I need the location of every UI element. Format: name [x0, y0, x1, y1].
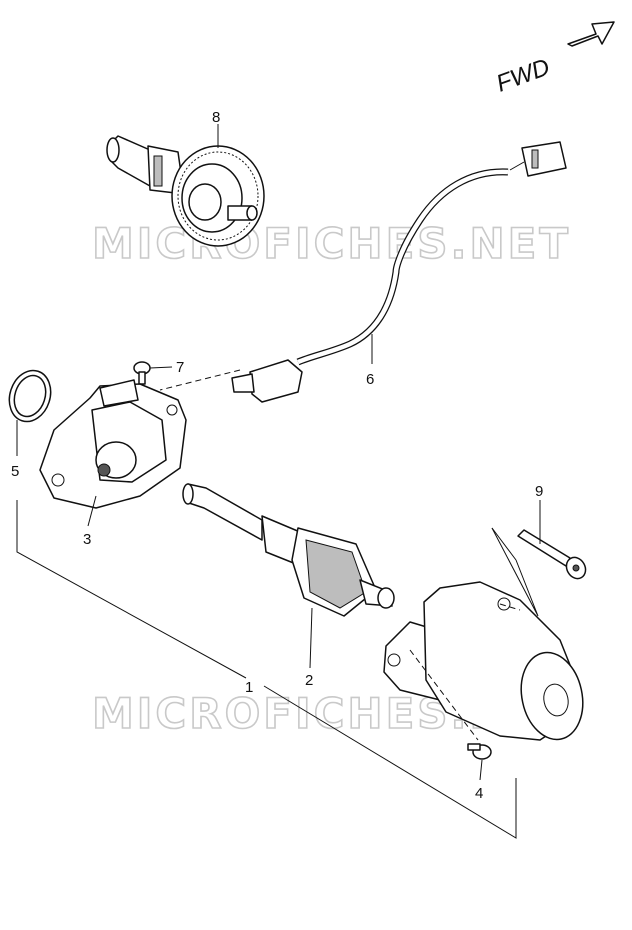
part-4-screw	[467, 743, 492, 760]
callout-7: 7	[176, 359, 184, 376]
assembly-bracket	[16, 500, 539, 839]
part-5-o-ring	[8, 369, 52, 423]
callout-5: 5	[11, 463, 19, 480]
callout-3: 3	[83, 531, 91, 548]
callout-9: 9	[535, 483, 543, 500]
leader-lines	[16, 124, 541, 781]
part-3-end-cover	[39, 379, 187, 509]
callout-6: 6	[366, 371, 374, 388]
callout-8: 8	[212, 109, 220, 126]
callout-4: 4	[475, 785, 483, 802]
part-9-bolt	[517, 529, 587, 580]
part-8-starter-clutch	[106, 135, 265, 247]
fwd-label: FWD	[493, 54, 554, 98]
part-1-motor-housing	[383, 581, 584, 741]
part-7-screw	[133, 361, 151, 385]
part-6-wire-harness	[159, 141, 567, 403]
forward-arrow-icon	[567, 21, 615, 47]
callout-2: 2	[305, 672, 313, 689]
callout-numbers: 1 2 3 4 5 6 7 8 9	[11, 109, 543, 802]
part-2-armature	[182, 483, 395, 617]
watermark-top: MICROFICHES.NET	[92, 219, 571, 268]
callout-1: 1	[245, 679, 253, 696]
forward-direction-indicator: FWD	[493, 21, 615, 98]
